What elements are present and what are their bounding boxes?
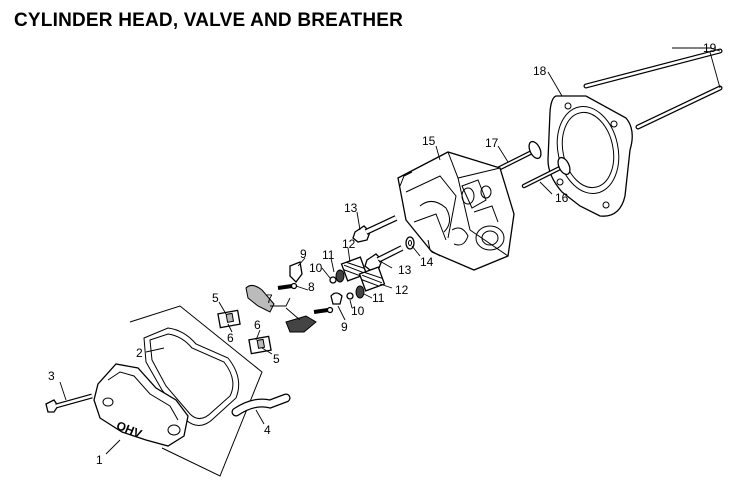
part-7-rocker-arm-lower[interactable] (285, 315, 317, 333)
callout-10-lower: 10 (351, 304, 365, 318)
callout-13-upper: 13 (344, 201, 358, 215)
callout-4: 4 (264, 423, 271, 437)
part-8-screw-lower[interactable] (313, 306, 334, 314)
callout-7: 7 (266, 292, 273, 306)
part-13-bolt-upper[interactable] (352, 215, 398, 243)
callout-3: 3 (48, 369, 55, 383)
part-9-pivot-upper[interactable] (289, 261, 303, 283)
diagram-title: CYLINDER HEAD, VALVE AND BREATHER (14, 10, 404, 31)
callout-14: 14 (420, 255, 434, 269)
part-3-cover-bolt[interactable] (45, 393, 93, 413)
part-11-retainer-upper[interactable] (335, 269, 345, 283)
callout-12-lower: 12 (395, 283, 409, 297)
callout-11-lower: 11 (372, 291, 385, 305)
callout-12-upper: 12 (342, 237, 356, 251)
callout-5-lower: 5 (273, 352, 280, 366)
callout-9-upper: 9 (300, 247, 307, 261)
part-10-keeper-upper[interactable] (329, 276, 337, 284)
callout-18: 18 (533, 64, 547, 78)
callout-16: 16 (555, 191, 569, 205)
callout-17: 17 (485, 136, 499, 150)
part-4-breather-hose[interactable] (231, 393, 291, 417)
callout-1: 1 (96, 453, 103, 467)
callout-8: 8 (308, 280, 315, 294)
callout-9-lower: 9 (341, 320, 348, 334)
part-8-screw-upper[interactable] (277, 282, 298, 290)
callout-6-lower: 6 (254, 318, 261, 332)
part-5-bracket-lower[interactable] (248, 335, 272, 355)
part-18-head-gasket[interactable] (547, 95, 633, 217)
part-10-keeper-lower[interactable] (346, 292, 354, 300)
part-9-pivot-lower[interactable] (330, 292, 343, 305)
callout-19: 19 (703, 41, 717, 55)
callout-2: 2 (136, 346, 143, 360)
callout-15: 15 (422, 134, 436, 148)
part-7-rocker-arm-upper[interactable] (245, 284, 275, 313)
callout-5-upper: 5 (212, 291, 219, 305)
callout-11-upper: 11 (322, 248, 335, 262)
part-15-cylinder-head[interactable] (397, 151, 515, 271)
part-5-bracket-upper[interactable] (217, 309, 241, 329)
part-12-spring-lower[interactable] (358, 266, 386, 292)
callout-6-upper: 6 (227, 331, 234, 345)
callout-labels: 19 18 17 15 16 13 12 11 14 9 10 13 12 8 … (48, 41, 717, 467)
part-11-retainer-lower[interactable] (355, 285, 365, 299)
part-13-bolt-lower[interactable] (364, 245, 404, 271)
part-17-valve[interactable] (489, 140, 543, 175)
part-2-cover-gasket[interactable] (129, 305, 263, 477)
part-16-valve[interactable] (521, 156, 572, 189)
callout-10-upper: 10 (309, 261, 323, 275)
part-19-studs[interactable] (583, 48, 723, 130)
callout-13-lower: 13 (398, 263, 412, 277)
part-1-valve-cover[interactable]: OHV (93, 363, 189, 447)
leader-lines (59, 47, 721, 455)
